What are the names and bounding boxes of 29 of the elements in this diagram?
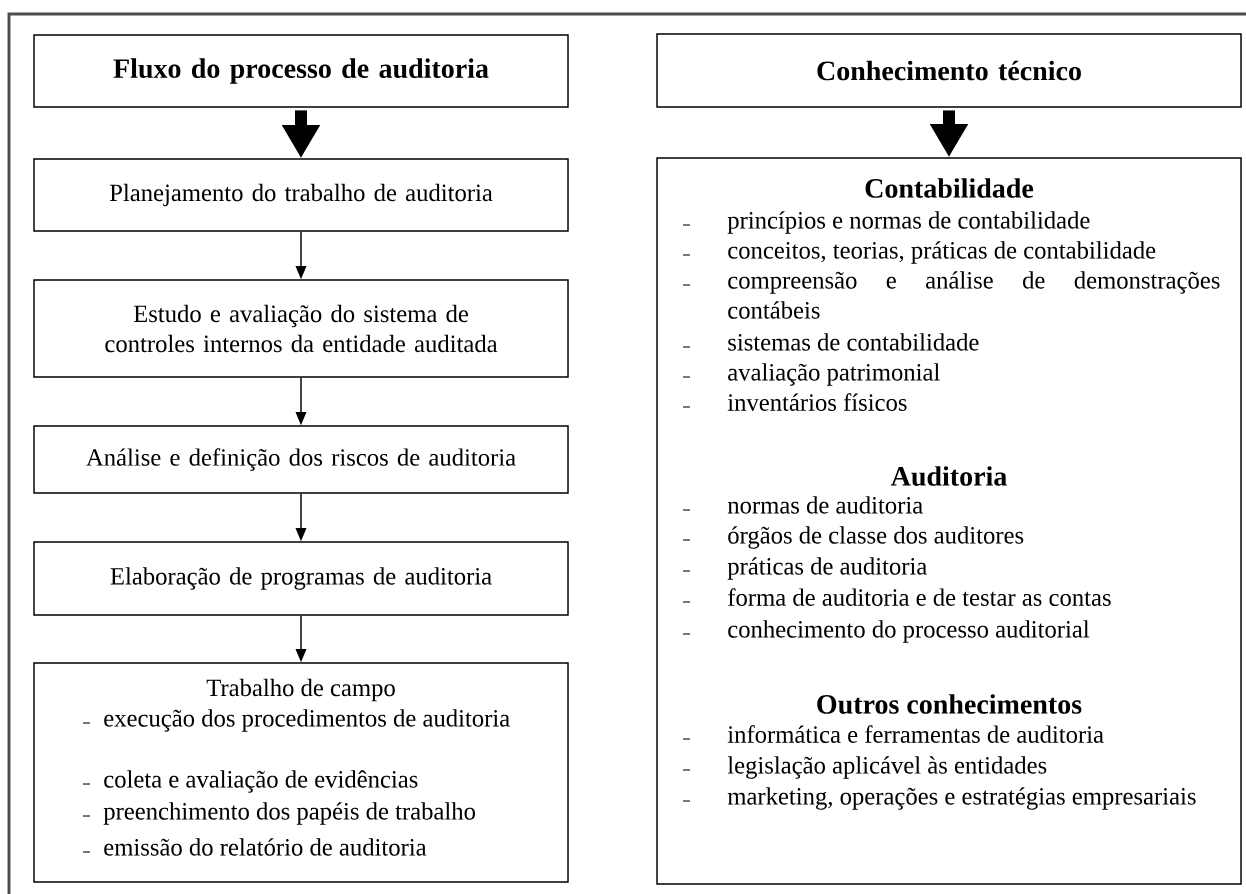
list-item: legislação aplicável às entidades — [682, 756, 1047, 779]
list-item: conceitos, teorias, práticas de contabilidade — [682, 241, 1156, 264]
list-item: práticas de auditoria — [682, 557, 927, 580]
process-box: Planejamento do trabalho de auditoria — [33, 158, 569, 232]
process-box: Estudo e avaliação do sistema de controles internos da entidade auditada — [33, 279, 569, 378]
list-item: forma de auditoria e de testar as contas — [682, 588, 1111, 606]
list-item: emissão do relatório de auditoria — [82, 838, 427, 856]
process-box — [656, 157, 1242, 885]
process-box — [33, 662, 569, 883]
list-item: princípios e normas de contabilidade — [682, 211, 1090, 234]
list-item: conhecimento do processo auditorial — [682, 620, 1090, 643]
box-heading: Contabilidade — [865, 178, 1034, 198]
list-item: coleta e avaliação de evidências — [82, 770, 418, 793]
list-item: avaliação patrimonial — [682, 363, 940, 386]
list-item: órgãos de classe dos auditores — [682, 526, 1024, 549]
box-heading: Outros conhecimentos — [817, 694, 1082, 714]
process-box: Análise e definição dos riscos de auditoria — [33, 425, 569, 494]
list-item: normas de auditoria — [682, 496, 923, 514]
list-item: marketing, operações e estratégias empresariais — [682, 787, 1196, 810]
title-box: Conhecimento técnico — [656, 33, 1242, 108]
list-item: sistemas de contabilidade — [682, 333, 979, 351]
box-heading: Trabalho de campo — [206, 678, 395, 702]
list-item: preenchimento dos papéis de trabalho — [82, 802, 475, 825]
process-box: Elaboração de programas de auditoria — [33, 541, 569, 616]
list-item: execução dos procedimentos de auditoria — [82, 709, 510, 732]
box-heading: Auditoria — [890, 466, 1007, 486]
list-item: informática e ferramentas de auditoria — [682, 725, 1104, 743]
title-box: Fluxo do processo de auditoria — [33, 34, 569, 108]
list-item: inventários físicos — [682, 393, 907, 411]
